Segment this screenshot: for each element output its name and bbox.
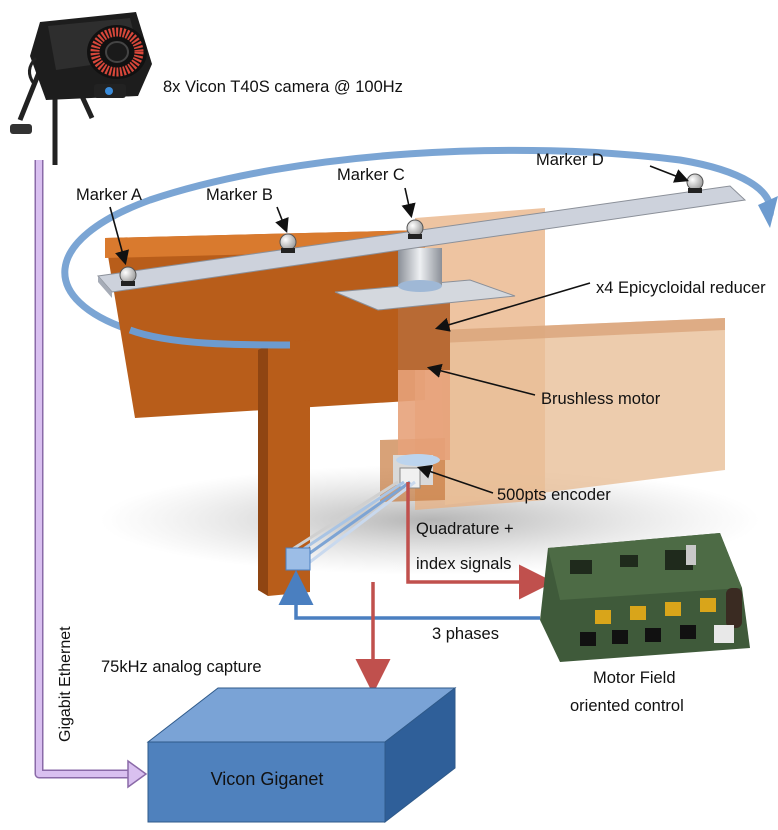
camera-label: 8x Vicon T40S camera @ 100Hz (163, 78, 403, 96)
controller-label-line1: Motor Field (593, 669, 676, 687)
controller-label-line2: oriented control (570, 697, 684, 715)
quadrature-label-line1: Quadrature + (416, 520, 514, 538)
reducer-label: x4 Epicycloidal reducer (596, 279, 766, 297)
marker-d-sphere (686, 173, 704, 193)
encoder-cable (285, 480, 416, 571)
giganet-label: Vicon Giganet (211, 769, 324, 789)
motor-assembly (393, 300, 450, 489)
marker-d-label: Marker D (536, 151, 604, 169)
marker-c-label: Marker C (337, 166, 405, 184)
phase-wire (278, 570, 540, 620)
motor-label: Brushless motor (541, 390, 661, 408)
marker-c-sphere (406, 219, 424, 239)
rotation-arrow-back (61, 146, 774, 334)
rotation-arrow-front (128, 326, 291, 349)
analog-capture-label: 75kHz analog capture (101, 658, 262, 676)
component-leader-arrows (416, 282, 591, 494)
encoder-label: 500pts encoder (497, 486, 611, 504)
vicon-giganet-box (146, 686, 457, 824)
gigabit-ethernet-line (34, 160, 148, 789)
rotation-arrowhead (758, 196, 778, 228)
marker-b-label: Marker B (206, 186, 273, 204)
quadrature-wire (406, 482, 554, 600)
motor-controller-board-icon (540, 533, 750, 662)
marker-a-label: Marker A (76, 186, 142, 204)
motion-capture-camera-icon (10, 12, 152, 165)
gigabit-ethernet-label: Gigabit Ethernet (57, 626, 74, 742)
mount-plate (334, 248, 516, 311)
phases-label: 3 phases (432, 625, 499, 643)
marker-b-sphere (279, 233, 297, 253)
marker-spheres (119, 173, 704, 286)
marker-a-sphere (119, 266, 137, 286)
quadrature-label-line2: index signals (416, 555, 511, 573)
marker-leader-arrows (109, 165, 689, 266)
